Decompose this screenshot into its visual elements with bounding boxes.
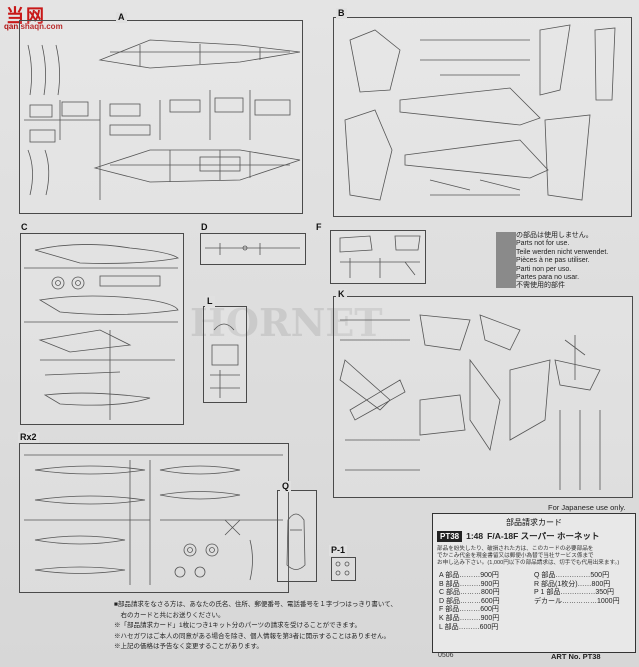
sprue-q-label: Q <box>280 481 292 492</box>
sprue-f-label: F <box>314 222 324 233</box>
sprue-q-frame <box>277 490 317 582</box>
note-line: Partes para no usar. <box>516 274 580 282</box>
note-line: Parts not for use. <box>516 240 570 248</box>
price-item: B 部品………900円 <box>439 580 500 588</box>
card-body-line: お申し込み下さい。(1,000円以下の部品請求は、切手でも代用出来ます。) <box>437 559 620 566</box>
sprue-d-frame <box>200 233 306 265</box>
order-card-header: PT38 1:48 F/A-18F スーパー ホーネット <box>437 530 599 542</box>
price-item <box>534 606 629 615</box>
price-item: D 部品………600円 <box>439 597 500 605</box>
note-line: Pièces à ne pas utiliser. <box>516 257 590 265</box>
note-line: Teile werden nicht verwendet. <box>516 248 609 256</box>
footer-note-line: ※「部品請求カード」1枚につき1キット分のパーツの請求を受けることができます。 <box>114 622 361 630</box>
card-body-line: 部品を紛失したり、破損された方は、このカードの必要部品を <box>437 546 594 552</box>
price-row: D 部品………600円 デカール……………1000円 <box>439 598 629 607</box>
price-row: L 部品………600円 <box>439 624 629 633</box>
note-line: 不需使用的部件 <box>516 282 565 290</box>
sprue-r-label: Rx2 <box>18 432 39 443</box>
sprue-r-frame <box>19 443 289 593</box>
sprue-f-frame <box>330 230 426 284</box>
watermark-title: 当网 <box>6 6 46 27</box>
price-row: K 部品………900円 <box>439 615 629 624</box>
price-item: Q 部品……………500円 <box>534 572 610 579</box>
sprue-b-frame <box>333 17 632 217</box>
price-item: C 部品………800円 <box>439 589 500 597</box>
price-item <box>534 624 629 633</box>
price-row: A 部品………900円 Q 部品……………500円 <box>439 572 629 581</box>
note-line: Parti non per uso. <box>516 265 572 273</box>
footer-note-line: ※ハセガワはご本人の同意がある場合を除き、個人情報を第3者に開示することはありま… <box>114 632 390 640</box>
japanese-use-note: For Japanese use only. <box>548 503 626 512</box>
product-code-badge: PT38 <box>437 530 463 542</box>
art-number: ART No. PT38 <box>551 652 601 661</box>
sprue-d-label: D <box>199 222 210 233</box>
print-code: 0506 <box>438 652 454 659</box>
sprue-a-label: A <box>116 12 127 23</box>
scale-label: 1:48 <box>466 531 484 541</box>
sprue-k-label: K <box>336 289 347 300</box>
sprue-c-frame <box>20 233 184 425</box>
price-item: L 部品………600円 <box>439 623 499 631</box>
price-row: F 部品………600円 <box>439 606 629 615</box>
price-item: P 1 部品……………350円 <box>534 589 615 597</box>
parts-order-card: 部品請求カード PT38 1:48 F/A-18F スーパー ホーネット 部品を… <box>432 513 636 653</box>
price-item: R 部品(1枚分)……800円 <box>534 580 611 588</box>
price-item <box>534 615 629 624</box>
model-name: F/A-18F スーパー ホーネット <box>487 531 600 541</box>
order-card-title: 部品請求カード <box>506 518 562 527</box>
price-row: B 部品………900円 R 部品(1枚分)……800円 <box>439 581 629 590</box>
watermark-url: qan.shaqn.com <box>4 22 63 31</box>
sprue-p1-label: P-1 <box>329 545 348 556</box>
card-body-line: でかこみ代金を現金書留又は郵便小為替で当社サービス係まで <box>437 552 594 559</box>
footer-note-line: ■部品請求をなさる方は、あなたの氏名、住所、郵便番号、電話番号を１字づつはっきり… <box>114 601 397 608</box>
price-item: K 部品………900円 <box>439 614 500 622</box>
price-row: C 部品………800円 P 1 部品……………350円 <box>439 589 629 598</box>
price-item: デカール……………1000円 <box>534 597 620 605</box>
price-item: A 部品………900円 <box>439 572 499 579</box>
price-item: F 部品………600円 <box>439 606 499 614</box>
sprue-c-label: C <box>19 222 30 233</box>
sprue-b-label: B <box>336 8 347 19</box>
unused-parts-notes: の部品は使用しません。 Parts not for use. Teile wer… <box>516 232 608 291</box>
sprue-l-label: L <box>205 296 215 307</box>
footer-note-line: 右のカードと共にお送りください。 <box>114 611 225 619</box>
sprue-r-count: x2 <box>26 432 37 442</box>
price-list: A 部品………900円 Q 部品……………500円 B 部品………900円 R 部品… <box>439 572 629 632</box>
order-card-body: 部品を紛失したり、破損された方は、このカードの必要部品を でかこみ代金を現金書留… <box>437 546 632 566</box>
note-line: の部品は使用しません。 <box>516 232 593 239</box>
footer-note-line: ※上記の価格は予告なく変更することがあります。 <box>114 643 263 651</box>
sprue-p1-frame <box>331 557 356 581</box>
unused-parts-swatch <box>496 232 516 288</box>
bleed-through-text: HORNET <box>190 300 383 345</box>
site-watermark: 当网 qan.shaqn.com <box>2 2 76 32</box>
sprue-l-frame <box>203 306 247 403</box>
sprue-r-letter: R <box>20 432 27 442</box>
parts-request-notes: ■部品請求をなさる方は、あなたの氏名、住所、郵便番号、電話番号を１字づつはっきり… <box>114 600 432 653</box>
